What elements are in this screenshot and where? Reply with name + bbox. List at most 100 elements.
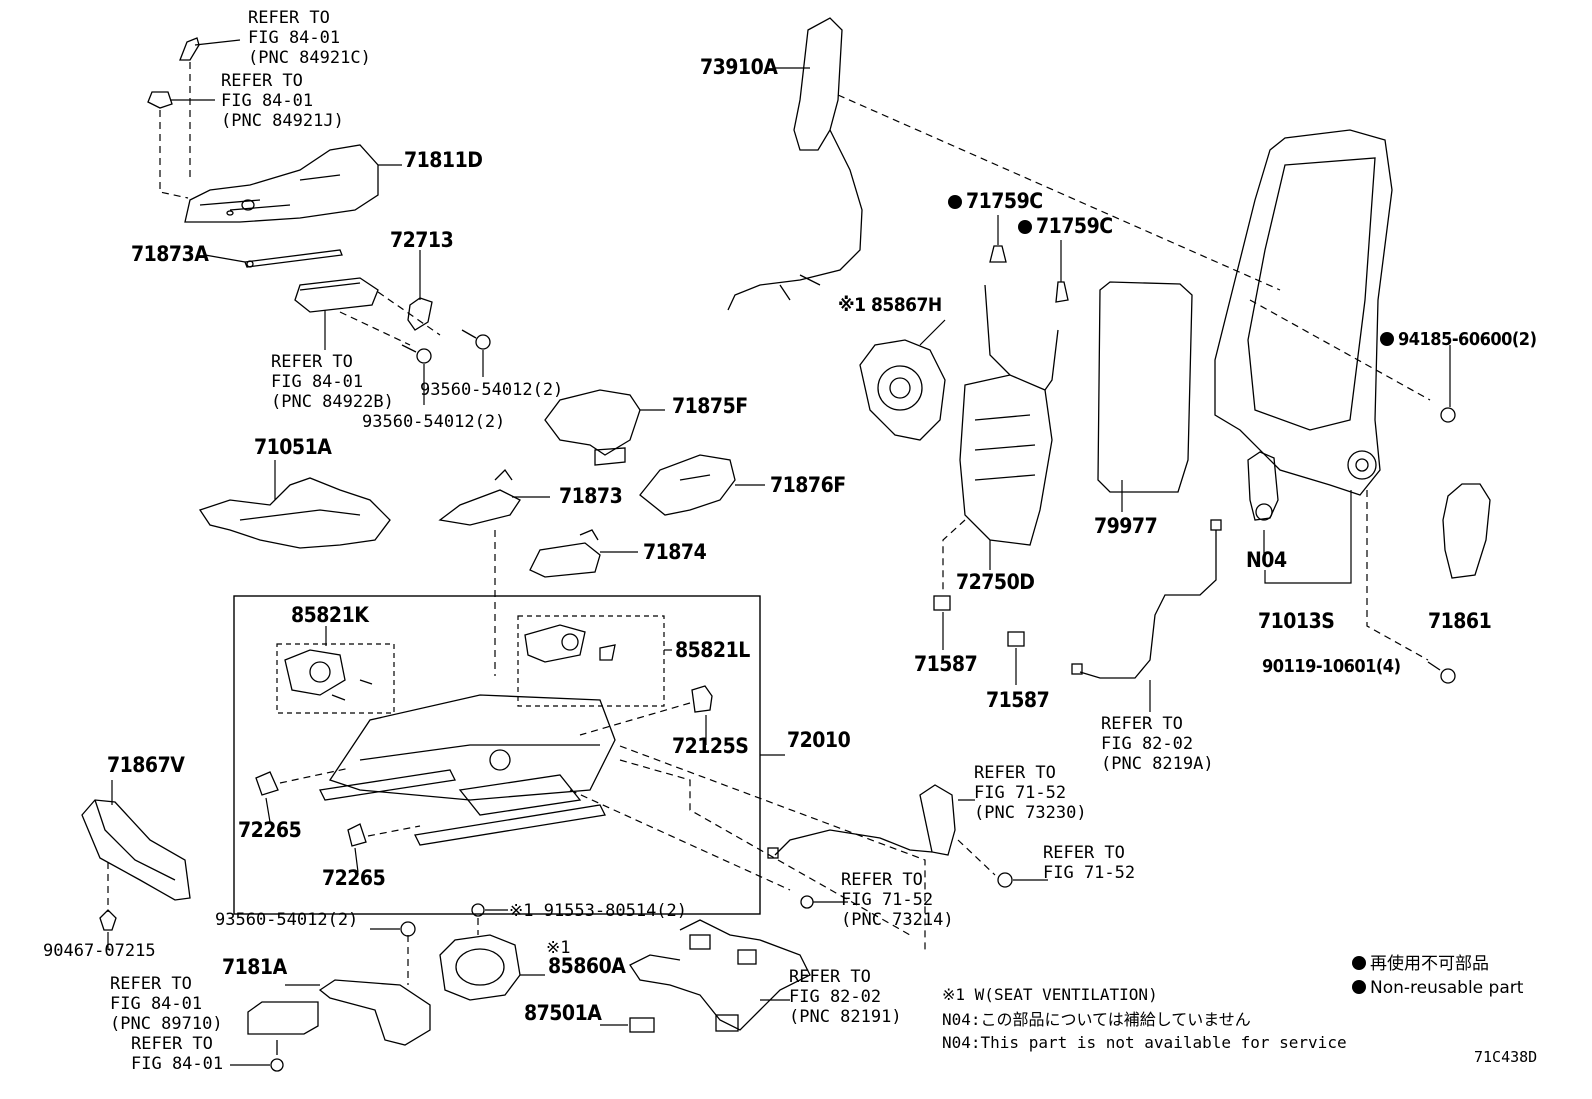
motor-85821k bbox=[284, 649, 373, 701]
legend-en: Non-reusable part bbox=[1352, 976, 1523, 1000]
bracket-72265-a bbox=[255, 771, 279, 796]
part-87501a-label: 87501A bbox=[524, 1001, 602, 1025]
part-71867v-label: 71867V bbox=[107, 753, 185, 777]
lever-71873 bbox=[438, 468, 521, 526]
airbag-73910a bbox=[727, 17, 863, 311]
bolt-93560-a bbox=[461, 329, 491, 350]
part-90467-label: 90467-07215 bbox=[43, 941, 156, 961]
motor-85821k-box bbox=[276, 643, 395, 714]
motor-85821l-box bbox=[517, 615, 665, 707]
rod-71873a bbox=[244, 249, 343, 268]
part-71876f-label: 71876F bbox=[770, 473, 846, 497]
nonreusable-dot-icon bbox=[1352, 980, 1366, 994]
part-85867h-label: ※1 85867H bbox=[838, 294, 942, 316]
ref-82191-label: REFER TO FIG 82-02 (PNC 82191) bbox=[789, 967, 902, 1027]
seat-shield-71811d bbox=[184, 144, 379, 223]
part-71013s-label: 71013S bbox=[1258, 609, 1335, 633]
ref-84922b-label: REFER TO FIG 84-01 (PNC 84922B) bbox=[271, 352, 394, 412]
ref-8219a-label: REFER TO FIG 82-02 (PNC 8219A) bbox=[1101, 714, 1214, 774]
part-72265-a-label: 72265 bbox=[238, 818, 302, 842]
legend-en-text: Non-reusable part bbox=[1370, 978, 1524, 998]
nut-94185 bbox=[1440, 407, 1456, 423]
bracket-71875f bbox=[544, 389, 641, 466]
part-85821k-label: 85821K bbox=[291, 603, 369, 627]
part-93560-a-label: 93560-54012(2) bbox=[420, 380, 564, 400]
bracket-7181a bbox=[318, 979, 431, 1046]
part-85860a-note-label: ※1 bbox=[546, 938, 571, 958]
part-85860a-label: 85860A bbox=[548, 954, 626, 978]
ref-7152-label: REFER TO FIG 71-52 bbox=[1043, 843, 1136, 883]
buckle-73230 bbox=[767, 784, 956, 859]
clip-71587-a bbox=[933, 595, 951, 611]
part-72125s-label: 72125S bbox=[672, 734, 749, 758]
bracket-72265-b bbox=[347, 823, 367, 847]
bracket-71876f bbox=[639, 454, 736, 516]
motor-85821l bbox=[524, 624, 616, 663]
wire-frame-71051a bbox=[198, 477, 391, 549]
clip-71759c-b bbox=[1055, 281, 1069, 303]
part-71587-b-label: 71587 bbox=[986, 688, 1050, 712]
harness-82191 bbox=[629, 919, 811, 1032]
fan-85860a bbox=[439, 934, 521, 1001]
seat-adjuster-72010 bbox=[319, 694, 616, 846]
bolt-90119 bbox=[1427, 661, 1456, 684]
ecu-89710 bbox=[247, 1001, 319, 1035]
part-72010-label: 72010 bbox=[787, 728, 851, 752]
legend-jp: 再使用不可部品 bbox=[1352, 952, 1489, 976]
ref-73230-label: REFER TO FIG 71-52 (PNC 73230) bbox=[974, 763, 1087, 823]
legend-jp-text: 再使用不可部品 bbox=[1370, 954, 1489, 974]
ref-84921j-label: REFER TO FIG 84-01 (PNC 84921J) bbox=[221, 71, 344, 131]
bolt-93560-b bbox=[401, 344, 432, 364]
ref-73214-label: REFER TO FIG 71-52 (PNC 73214) bbox=[841, 870, 954, 930]
part-7181a-label: 7181A bbox=[222, 955, 287, 979]
knob-84921c bbox=[179, 37, 200, 61]
nonreusable-dot-icon bbox=[1380, 332, 1394, 346]
cover-71867v bbox=[81, 799, 191, 901]
bolt-8401 bbox=[270, 1040, 284, 1072]
nonreusable-dot-icon bbox=[948, 195, 962, 209]
bolt-93560-c bbox=[400, 921, 416, 937]
washer-73214 bbox=[800, 895, 814, 909]
part-94185-text: 94185-60600(2) bbox=[1398, 329, 1537, 350]
seatback-frame-71013s bbox=[1214, 129, 1393, 496]
part-n04-label: N04 bbox=[1246, 548, 1287, 572]
part-71759c-b-text: 71759C bbox=[1036, 214, 1113, 238]
screw-91553 bbox=[471, 903, 485, 917]
diagram-id: 71C438D bbox=[1474, 1048, 1538, 1066]
part-71759c-a-text: 71759C bbox=[966, 189, 1043, 213]
part-71759c-b-label: 71759C bbox=[1018, 214, 1113, 238]
nonreusable-dot-icon bbox=[1352, 956, 1366, 970]
part-85821l-label: 85821L bbox=[675, 638, 750, 662]
part-93560-c-label: 93560-54012(2) bbox=[215, 910, 359, 930]
part-71873-label: 71873 bbox=[559, 484, 623, 508]
bracket-72125s bbox=[691, 685, 713, 713]
motor-n04 bbox=[1247, 451, 1279, 521]
note-ventilation: ※1 W(SEAT VENTILATION) bbox=[942, 985, 1158, 1004]
ref-84921c-label: REFER TO FIG 84-01 (PNC 84921C) bbox=[248, 8, 371, 68]
clip-71759c-a bbox=[989, 245, 1007, 263]
part-72713-label: 72713 bbox=[390, 228, 454, 252]
sensor-87501a bbox=[629, 1017, 655, 1033]
part-90119-label: 90119-10601(4) bbox=[1262, 656, 1401, 677]
part-93560-b-label: 93560-54012(2) bbox=[362, 412, 506, 432]
note-n04-jp: N04:この部品については補給していません bbox=[942, 1010, 1251, 1029]
cover-72713 bbox=[407, 297, 433, 331]
cover-71874 bbox=[529, 529, 601, 578]
blower-85867h bbox=[859, 339, 946, 441]
part-71861-label: 71861 bbox=[1428, 609, 1492, 633]
nut-7152 bbox=[997, 872, 1013, 888]
harness-8219a bbox=[1071, 519, 1222, 679]
ref-89710-label: REFER TO FIG 84-01 (PNC 89710) bbox=[110, 974, 223, 1034]
part-94185-label: 94185-60600(2) bbox=[1380, 329, 1537, 350]
part-79977-label: 79977 bbox=[1094, 514, 1158, 538]
part-71811d-label: 71811D bbox=[404, 148, 483, 172]
clip-90467 bbox=[99, 909, 117, 931]
part-72265-b-label: 72265 bbox=[322, 866, 386, 890]
part-71874-label: 71874 bbox=[643, 540, 707, 564]
part-71587-a-label: 71587 bbox=[914, 652, 978, 676]
part-71759c-a-label: 71759C bbox=[948, 189, 1043, 213]
part-71875f-label: 71875F bbox=[672, 394, 748, 418]
note-n04-en: N04:This part is not available for servi… bbox=[942, 1033, 1347, 1052]
clip-71587-b bbox=[1007, 631, 1025, 647]
